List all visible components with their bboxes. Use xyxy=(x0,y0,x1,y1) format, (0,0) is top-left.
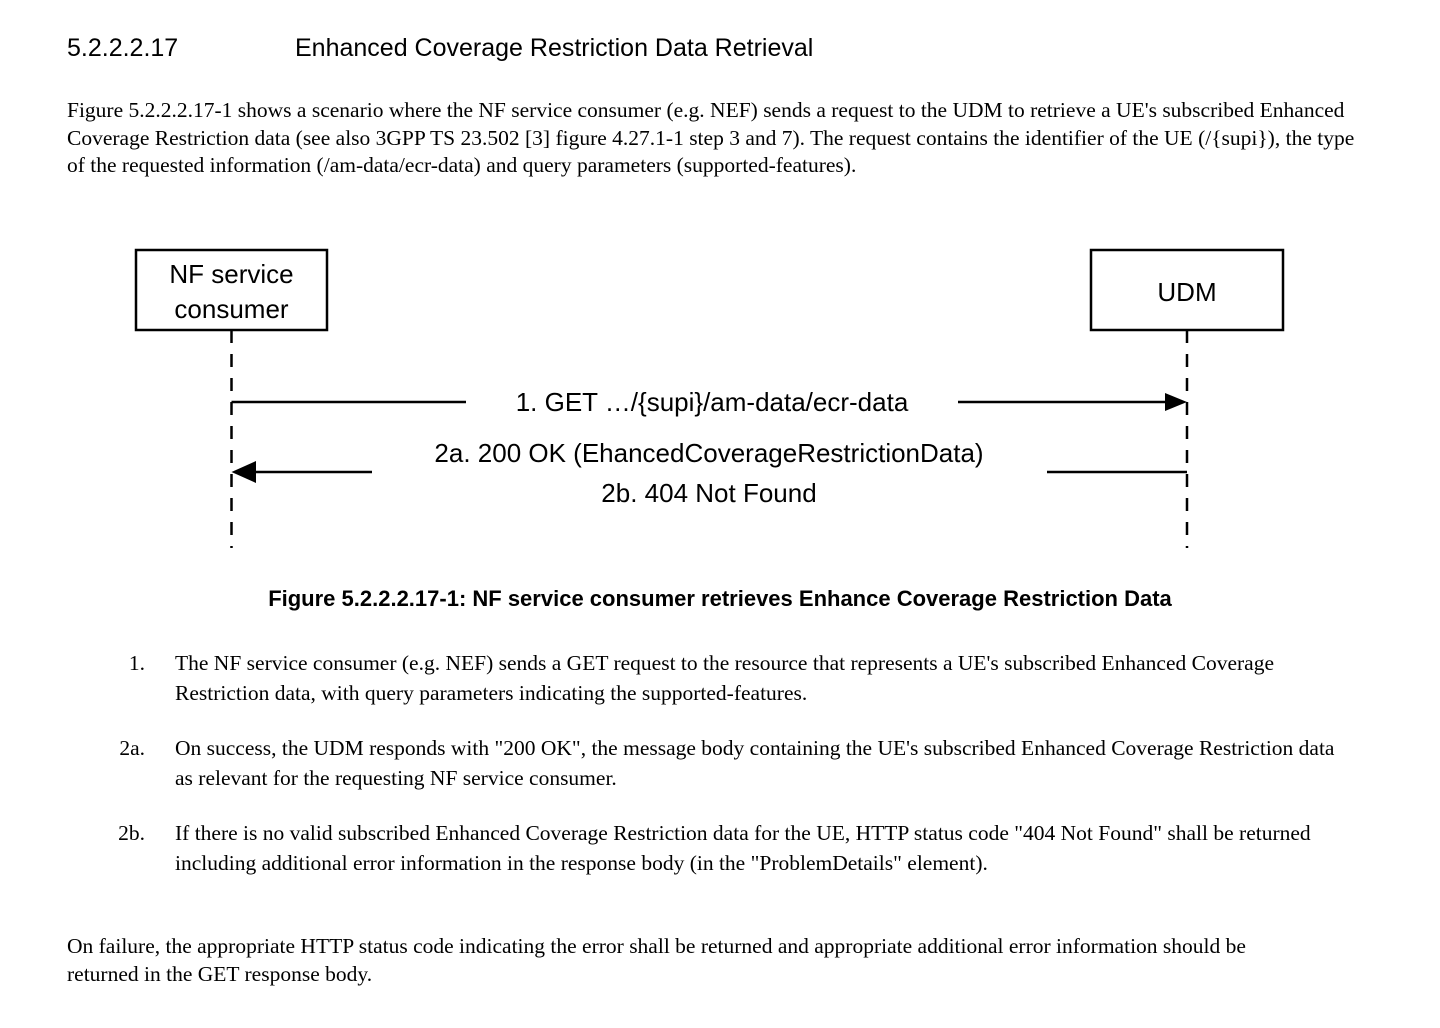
list-item-text: On success, the UDM responds with "200 O… xyxy=(175,736,1335,790)
list-item-marker: 1. xyxy=(128,651,145,675)
section-number: 5.2.2.2.17 xyxy=(67,34,179,62)
closing-paragraph: On failure, the appropriate HTTP status … xyxy=(67,934,1246,986)
list-item-text: The NF service consumer (e.g. NEF) sends… xyxy=(175,651,1275,705)
actor-box-nf-service-consumer xyxy=(134,248,329,332)
list-item-text: If there is no valid subscribed Enhanced… xyxy=(175,821,1311,875)
actor-label-udm: UDM xyxy=(1157,277,1216,307)
list-item: 1. The NF service consumer (e.g. NEF) se… xyxy=(99,648,1329,708)
list-item-marker: 2b. xyxy=(118,821,145,845)
arrowhead-response xyxy=(231,461,256,483)
arrowhead-get-request xyxy=(1165,393,1187,411)
figure-caption: Figure 5.2.2.2.17-1: NF service consumer… xyxy=(268,586,1172,611)
list-item-marker: 2a. xyxy=(119,736,145,760)
message-label-response-404: 2b. 404 Not Found xyxy=(601,478,816,508)
message-label-response-200: 2a. 200 OK (EhancedCoverageRestrictionDa… xyxy=(434,438,983,468)
message-label-get-request: 1. GET …/{supi}/am-data/ecr-data xyxy=(516,387,909,417)
list-item: 2b. If there is no valid subscribed Enha… xyxy=(99,818,1344,878)
section-heading: 5.2.2.2.17 Enhanced Coverage Restriction … xyxy=(67,33,813,63)
section-title: Enhanced Coverage Restriction Data Retri… xyxy=(295,34,814,62)
actor-box-udm xyxy=(1089,248,1285,332)
sequence-diagram: NF service consumer UDM 1. GET …/{supi}/… xyxy=(0,230,1440,570)
list-item: 2a. On success, the UDM responds with "2… xyxy=(99,733,1339,793)
actor-label-nf-service-consumer-line2: consumer xyxy=(174,294,288,324)
actor-label-nf-service-consumer-line1: NF service xyxy=(169,259,293,289)
intro-paragraph: Figure 5.2.2.2.17-1 shows a scenario whe… xyxy=(67,98,1355,177)
